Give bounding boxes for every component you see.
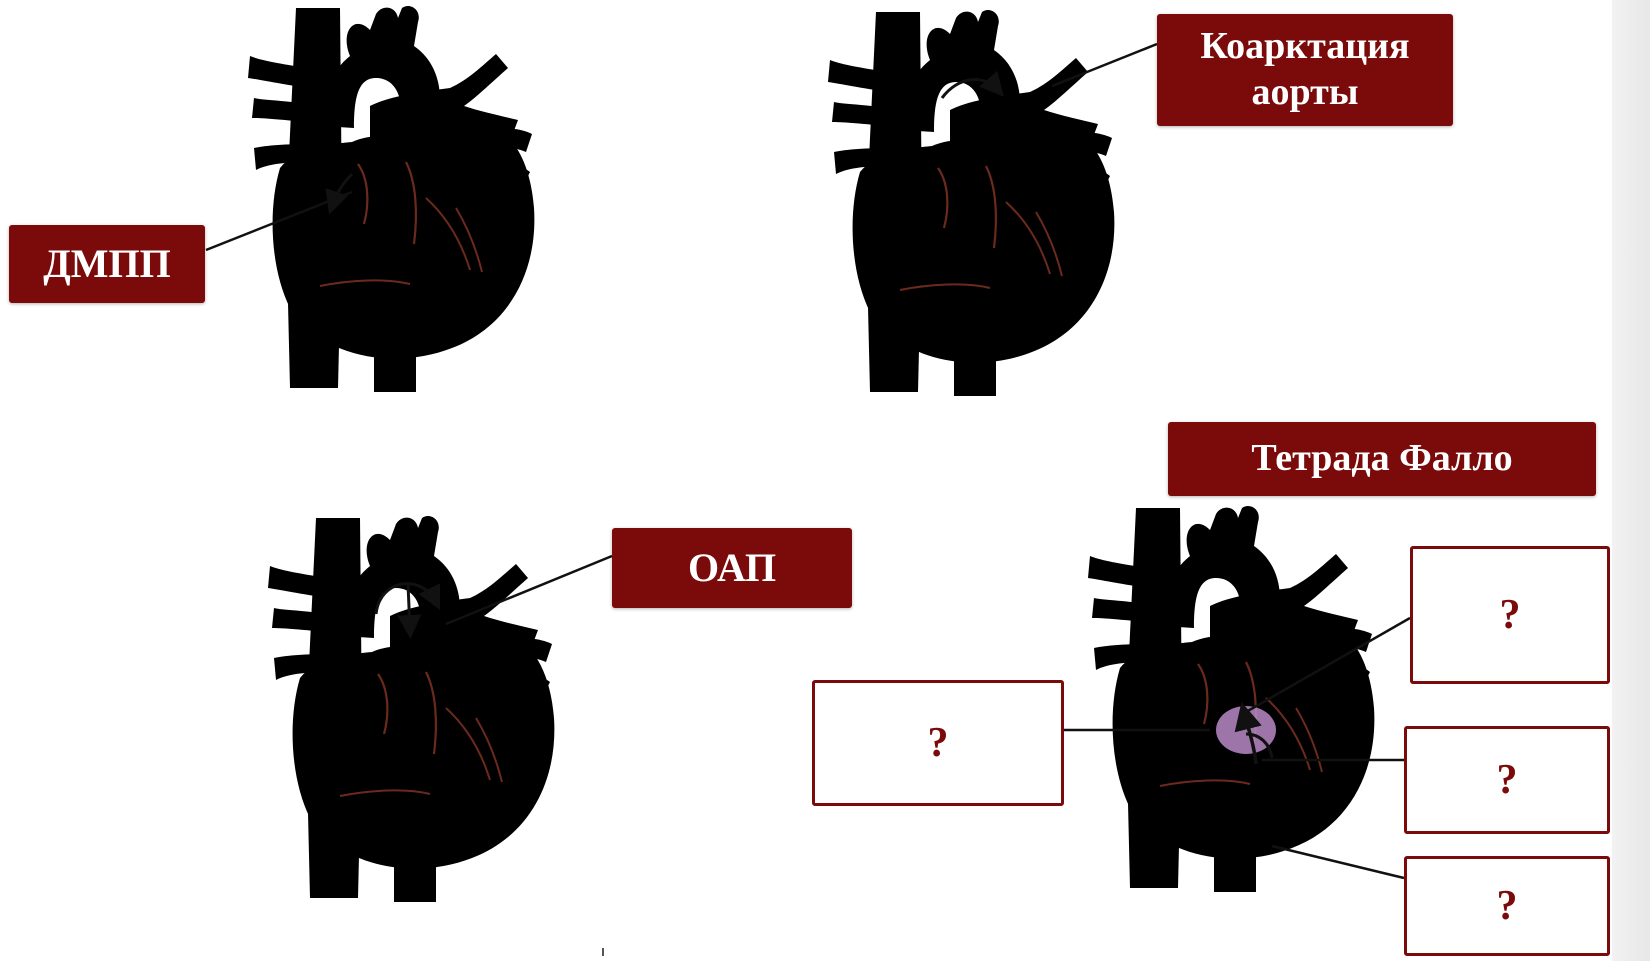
heart-diagram-pda: .h3 .vein-left, .h3 .vein-left2, .h3 .ve… [240, 518, 570, 908]
label-tetralogy-text: Тетрада Фалло [1251, 436, 1512, 482]
unknown-label-box-3: ? [1404, 726, 1610, 834]
label-coarctation: Коарктация аорты [1157, 14, 1453, 126]
label-asd-text: ДМПП [43, 240, 171, 288]
label-asd: ДМПП [9, 225, 205, 303]
unknown-label-box-1: ? [812, 680, 1064, 806]
label-coarctation-text: Коарктация аорты [1200, 24, 1410, 115]
slide-edge-strip [1612, 0, 1650, 961]
unknown-label-text-4: ? [1497, 881, 1518, 931]
ductus-arrow-down [408, 584, 410, 630]
unknown-label-text-3: ? [1497, 755, 1518, 805]
unknown-label-text-1: ? [928, 718, 949, 768]
label-pda: ОАП [612, 528, 852, 608]
unknown-label-text-2: ? [1500, 590, 1521, 640]
heart-diagram-asd: .h1 .vein-left, .h1 .vein-left2, .h1 .ve… [220, 8, 550, 398]
small-mark [602, 948, 604, 956]
unknown-label-box-4: ? [1404, 856, 1610, 956]
heart-diagram-coarctation: .h2 .vein-left, .h2 .vein-left2, .h2 .ve… [800, 12, 1130, 402]
label-pda-text: ОАП [688, 544, 776, 592]
label-tetralogy: Тетрада Фалло [1168, 422, 1596, 496]
unknown-label-box-2: ? [1410, 546, 1610, 684]
heart-diagram-tetralogy: .h4 .vein-left, .h4 .vein-left2, .h4 .ve… [1060, 508, 1390, 898]
